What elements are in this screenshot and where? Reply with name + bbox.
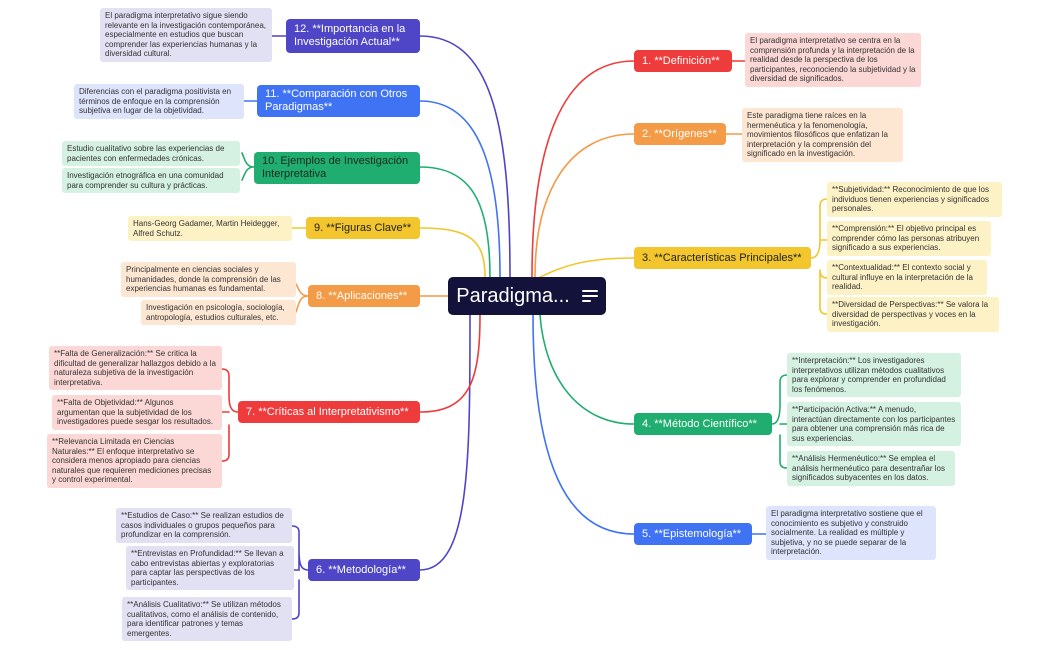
topic-label: 8. **Aplicaciones**: [316, 289, 408, 302]
notes-link-t4: [771, 374, 788, 469]
note-metodologia-3: **Análisis Cualitativo:** Se utilizan mé…: [122, 597, 292, 642]
link-t3: [539, 257, 635, 278]
topic-label: 1. **Definición**: [642, 54, 720, 67]
link-t2: [534, 133, 635, 278]
link-t1: [531, 60, 635, 278]
link-t12: [419, 35, 511, 278]
note-definicion: El paradigma interpretativo se centra en…: [745, 33, 921, 87]
notes-link-t7: [221, 368, 239, 462]
note-criticas-1: **Falta de Generalización:** Se critica …: [49, 346, 222, 391]
topic-label: 10. Ejemplos de Investigación Interpreta…: [262, 155, 409, 180]
topic-caracteristicas[interactable]: 3. **Características Principales**: [634, 247, 811, 269]
topic-importancia[interactable]: 12. **Importancia en la Investigación Ac…: [286, 19, 420, 53]
topic-metodo-cientifico[interactable]: 4. **Método Científico**: [634, 413, 772, 435]
note-criticas-3: **Relevancia Limitada en Ciencias Natura…: [47, 434, 222, 488]
note-caracteristicas-1: **Subjetividad:** Reconocimiento de que …: [827, 182, 1002, 217]
topic-comparacion[interactable]: 11. **Comparación con Otros Paradigmas**: [257, 85, 420, 117]
topic-origenes[interactable]: 2. **Orígenes**: [634, 123, 726, 145]
note-metodologia-2: **Entrevistas en Profundidad:** Se lleva…: [126, 546, 294, 591]
topic-metodologia[interactable]: 6. **Metodología**: [308, 559, 420, 581]
topic-ejemplos[interactable]: 10. Ejemplos de Investigación Interpreta…: [254, 152, 420, 184]
notes-link-t6: [291, 525, 309, 620]
note-ejemplos-2: Investigación etnográfica en una comunid…: [62, 168, 240, 194]
topic-label: 2. **Orígenes**: [642, 127, 717, 140]
topic-label: 6. **Metodología**: [316, 563, 406, 576]
notes-link-t8: [295, 283, 309, 313]
note-metodo-1: **Interpretación:** Los investigadores i…: [787, 353, 961, 398]
note-criticas-2: **Falta de Objetividad:** Algunos argume…: [52, 395, 222, 430]
topic-label: 12. **Importancia en la Investigación Ac…: [294, 23, 406, 48]
topic-definicion[interactable]: 1. **Definición**: [634, 50, 732, 72]
link-t10: [419, 166, 491, 278]
topic-label: 9. **Figuras Clave**: [314, 221, 412, 234]
note-ejemplos-1: Estudio cualitativo sobre las experienci…: [62, 141, 240, 167]
topic-label: 11. **Comparación con Otros Paradigmas**: [265, 88, 408, 113]
topic-label: 4. **Método Científico**: [642, 417, 757, 430]
note-aplicaciones-1: Principalmente en ciencias sociales y hu…: [121, 262, 296, 297]
link-t6: [419, 314, 471, 571]
note-origenes: Este paradigma tiene raíces en la hermen…: [742, 108, 903, 162]
link-t11: [419, 100, 501, 278]
note-caracteristicas-4: **Diversidad de Perspectivas:** Se valor…: [827, 297, 999, 332]
note-caracteristicas-2: **Comprensión:** El objetivo principal e…: [827, 221, 991, 256]
topic-label: 7. **Críticas al Interpretativismo**: [246, 405, 409, 418]
note-figuras-clave: Hans-Georg Gadamer, Martin Heidegger, Al…: [128, 216, 292, 242]
topic-label: 5. **Epistemología**: [642, 527, 742, 540]
note-epistemologia: El paradigma interpretativo sostiene que…: [766, 506, 936, 560]
topic-label: 3. **Características Principales**: [642, 251, 802, 264]
notes-link-t10: [241, 152, 255, 181]
note-aplicaciones-2: Investigación en psicología, sociología,…: [141, 300, 296, 326]
topic-criticas[interactable]: 7. **Críticas al Interpretativismo**: [238, 401, 420, 423]
topic-aplicaciones[interactable]: 8. **Aplicaciones**: [308, 285, 420, 307]
menu-icon[interactable]: [581, 290, 598, 302]
note-metodo-3: **Análisis Hermenéutico:** Se emplea el …: [787, 451, 955, 486]
topic-epistemologia[interactable]: 5. **Epistemología**: [634, 523, 752, 545]
note-comparacion: Diferencias con el paradigma positivista…: [74, 84, 244, 119]
link-t4: [539, 314, 635, 425]
note-metodo-2: **Participación Activa:** A menudo, inte…: [787, 402, 961, 447]
notes-link-t3: [810, 198, 828, 315]
link-t9: [419, 227, 486, 278]
central-topic[interactable]: Paradigma...: [448, 277, 606, 315]
note-importancia: El paradigma interpretativo sigue siendo…: [100, 8, 272, 62]
link-t5: [532, 314, 635, 535]
topic-figuras-clave[interactable]: 9. **Figuras Clave**: [306, 217, 420, 239]
note-metodologia-1: **Estudios de Caso:** Se realizan estudi…: [116, 508, 292, 543]
note-caracteristicas-3: **Contextualidad:** El contexto social y…: [827, 260, 987, 295]
central-topic-label: Paradigma...: [456, 284, 570, 307]
link-t7: [419, 314, 481, 413]
